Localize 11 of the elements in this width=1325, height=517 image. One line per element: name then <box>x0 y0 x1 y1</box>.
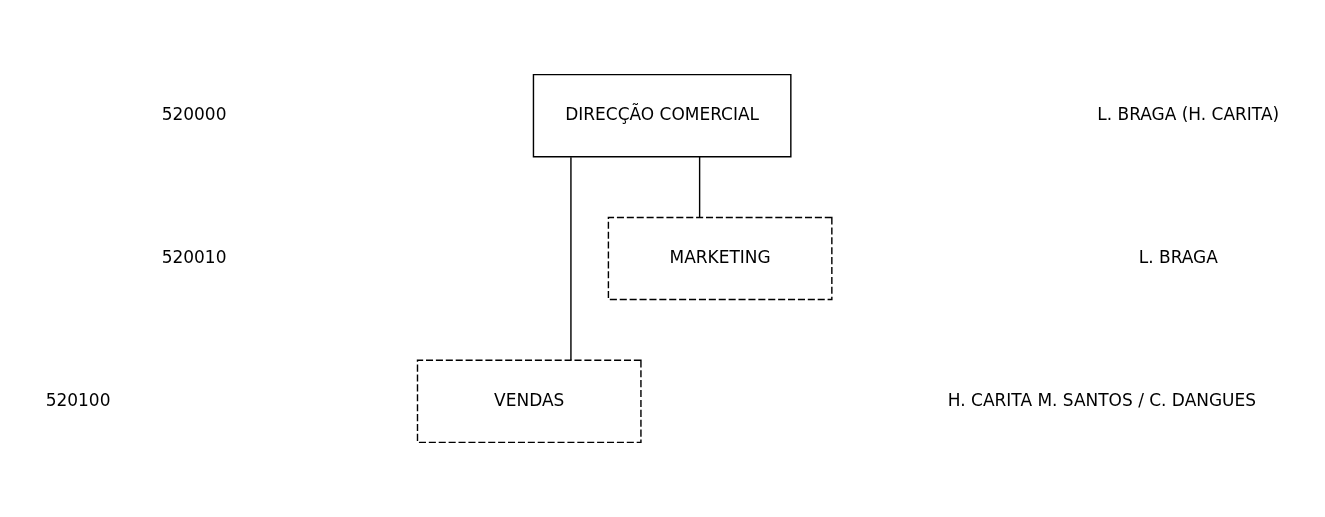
label: 520100 <box>45 389 111 410</box>
label: L. BRAGA <box>1138 246 1218 267</box>
label: L. BRAGA (H. CARITA) <box>1097 104 1280 125</box>
connector <box>698 156 701 218</box>
connector <box>570 156 572 361</box>
node-box: VENDAS <box>416 359 642 444</box>
node-box: DIRECÇÃO COMERCIAL <box>532 73 792 158</box>
label: 520000 <box>161 104 227 125</box>
label: 520010 <box>161 246 227 267</box>
label: H. CARITA M. SANTOS / C. DANGUES <box>947 389 1257 410</box>
node-box: MARKETING <box>607 216 833 301</box>
